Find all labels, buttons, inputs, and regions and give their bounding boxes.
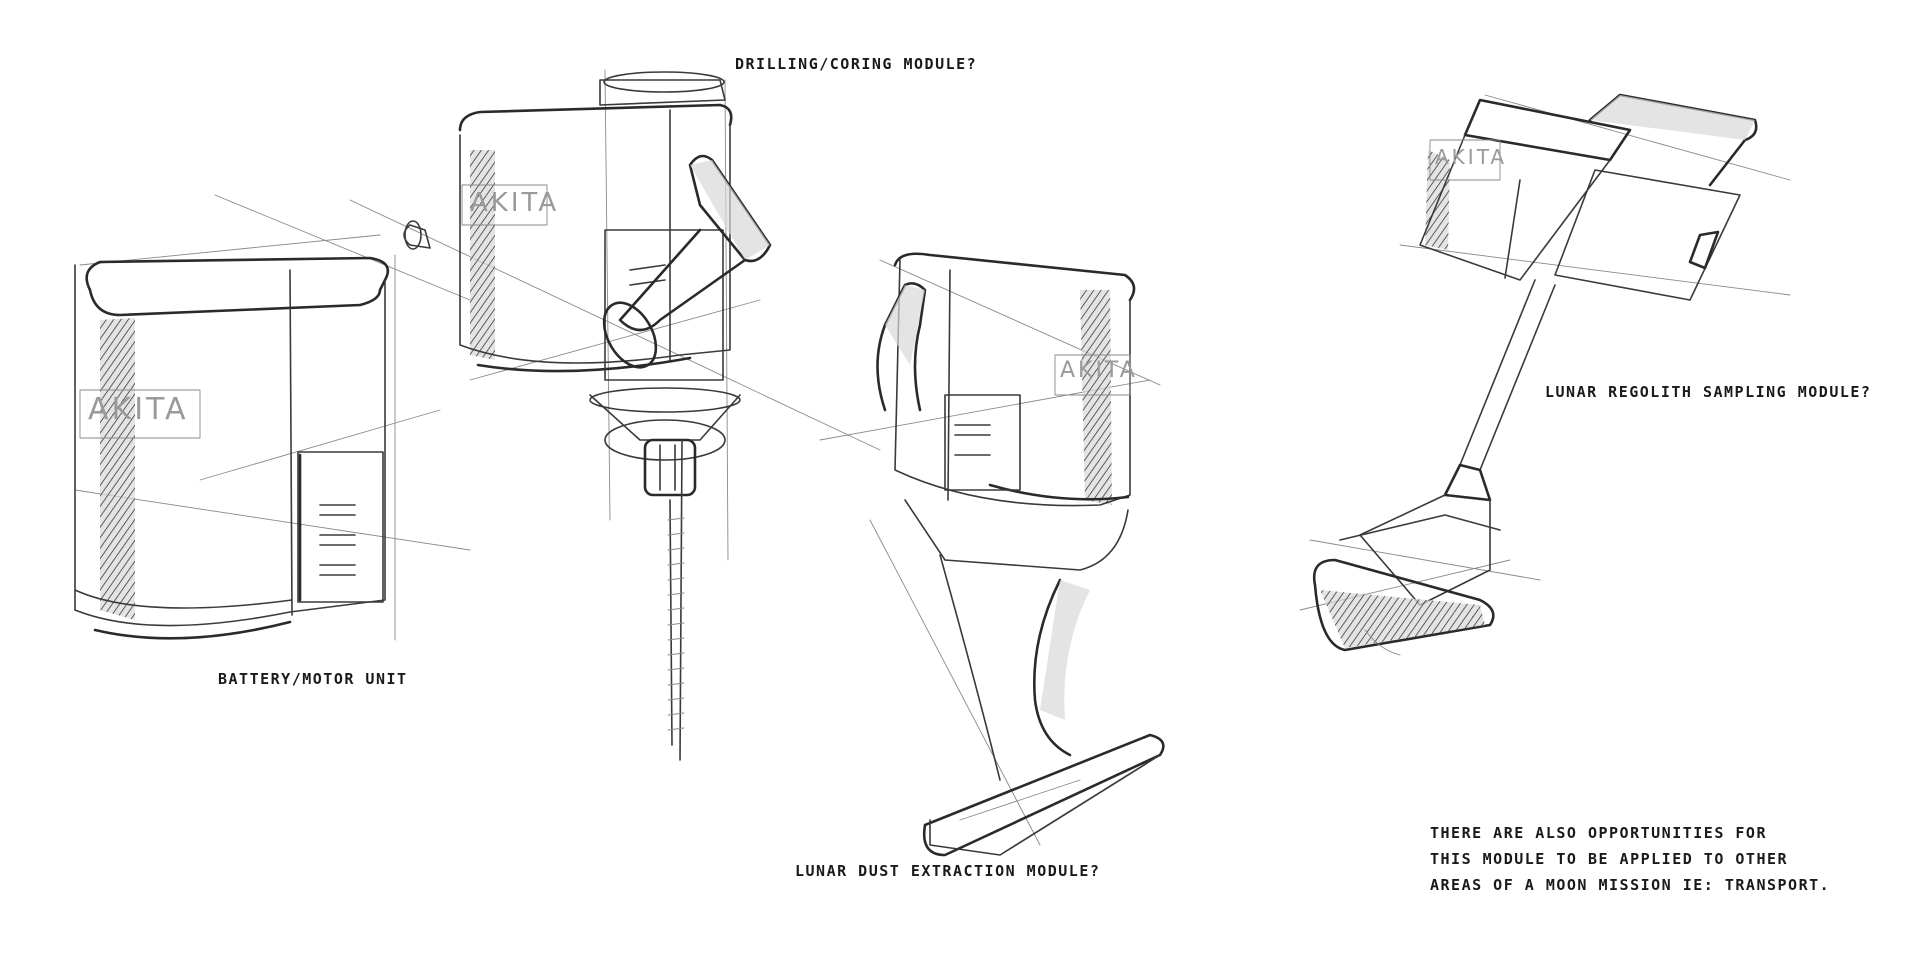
note-line-2: THIS MODULE TO BE APPLIED TO OTHER [1430,850,1789,868]
battery-unit-label: BATTERY/MOTOR UNIT [218,670,408,688]
drill-logo: AKITA [470,188,560,218]
dust-module-label: LUNAR DUST EXTRACTION MODULE? [795,862,1101,880]
dust-logo: AKITA [1060,358,1138,383]
regolith-logo: AKITA [1435,145,1508,169]
note-line-3: AREAS OF A MOON MISSION IE: TRANSPORT. [1430,876,1831,894]
drilling-module-label: DRILLING/CORING MODULE? [735,55,978,73]
battery-logo: AKITA [88,392,189,427]
drilling-coring-module-sketch [349,69,881,761]
battery-motor-unit-sketch [74,194,471,641]
opportunities-note: THERE ARE ALSO OPPORTUNITIES FOR THIS MO… [1430,820,1830,898]
regolith-sampling-module-sketch [1299,93,1791,656]
dust-extraction-module-sketch [819,252,1165,857]
regolith-module-label: LUNAR REGOLITH SAMPLING MODULE? [1545,383,1872,401]
note-line-1: THERE ARE ALSO OPPORTUNITIES FOR [1430,824,1767,842]
